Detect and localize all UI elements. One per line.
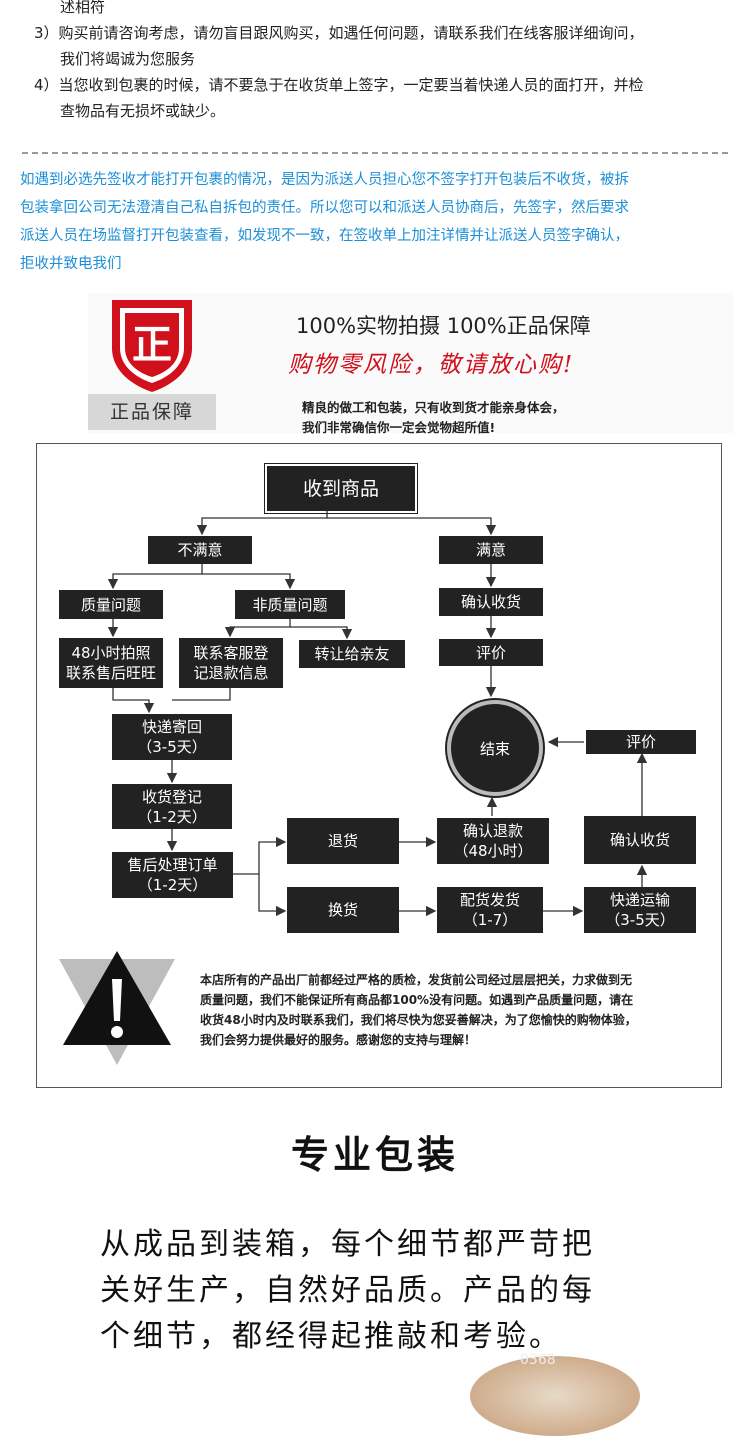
packaging-desc-line: 关好生产，自然好品质。产品的每 [100,1273,595,1308]
flow-review2-label: 评价 [625,733,656,751]
note-item-3a: 3）购买前请咨询考虑，请勿盲目跟风购买，如遇任何问题，请联系我们在线客服详细询问… [34,24,644,42]
flow-register-line: （1-2天） [137,807,207,826]
blue-notice-line: 如遇到必选先签收才能打开包裹的情况，是因为派送人员担心您不签字打开包装后不收货，… [20,172,629,188]
flow-ship-line: （1-7） [462,911,518,929]
flow-register: 收货登记 （1-2天） [112,784,232,829]
warning-line: 我们会努力提供最好的服务。感谢您的支持与理解！ [200,1033,477,1047]
flow-unsatisfied: 不满意 [148,536,252,564]
note-item-4b: 查物品有无损坏或缺少。 [60,102,226,120]
flow-confirm-refund-line: 确认退款 [462,822,523,840]
flow-process-line: （1-2天） [137,876,208,894]
flow-deliver-line: 快递运输 [609,891,670,909]
flow-transfer: 转让给亲友 [299,640,405,668]
guarantee-title: 100%实物拍摄 100%正品保障 [296,314,591,338]
flow-confirm-receipt: 确认收货 [439,588,543,616]
flow-confirm-refund-line: （48小时） [453,842,533,860]
flow-express-back: 快递寄回 （3-5天） [112,714,232,760]
flow-ship: 配货发货 （1-7） [437,887,543,933]
flow-return: 退货 [287,818,399,864]
packaging-desc: 从成品到装箱，每个细节都严苛把 关好生产，自然好品质。产品的每 个细节，都经得起… [100,1222,595,1360]
blue-notice-line: 包装拿回公司无法澄清自己私自拆包的责任。所以您可以和派送人员协商后，先签字，然后… [20,200,629,216]
flow-ship-line: 配货发货 [459,891,520,909]
flow-register-line: 收货登记 [141,787,202,806]
blue-notice-line: 派送人员在场监督打开包装查看，如发现不一致，在签收单上加注详情并让派送人员签字确… [20,228,629,244]
flow-end-label: 结束 [479,739,510,758]
dashed-divider [22,152,728,154]
blue-notice: 如遇到必选先签收才能打开包裹的情况，是因为派送人员担心您不签字打开包装后不收货，… [20,166,742,278]
note-item-3b: 我们将竭诚为您服务 [60,50,196,68]
flow-confirm-receipt-label: 确认收货 [460,593,521,611]
flow-transfer-label: 转让给亲友 [314,645,390,663]
warning-line: 收货48小时内及时联系我们，我们将尽快为您妥善解决，为了您愉快的购物体验， [200,1013,637,1027]
flow-photo: 48小时拍照 联系售后旺旺 [59,638,163,688]
flow-satisfied-label: 满意 [475,541,506,559]
warning-line: 质量问题，我们不能保证所有商品都100%没有问题。如遇到产品质量问题，请在 [200,993,634,1007]
warning-text: 本店所有的产品出厂前都经过严格的质检，发货前公司经过层层把关，力求做到无 质量问… [200,970,710,1050]
flow-non-quality-label: 非质量问题 [252,595,328,614]
seal-label: 正品保障 [88,394,216,430]
flow-process-line: 售后处理订单 [127,856,218,874]
flow-express-back-line: 快递寄回 [141,718,202,736]
warning-triangle-icon [59,951,175,1065]
flow-confirm-receipt2-label: 确认收货 [609,831,670,849]
flow-quality: 质量问题 [59,590,163,619]
flow-contact-line: 记退款信息 [193,664,269,682]
flow-exchange-label: 换货 [327,901,358,919]
flow-confirm-receipt2: 确认收货 [584,816,696,864]
guarantee-slogan: 购物零风险，敬请放心购! [288,352,575,378]
flow-express-back-line: （3-5天） [137,738,207,756]
flow-review2: 评价 [586,730,696,754]
plate-text: 0368 [520,1352,556,1368]
flow-connectors [107,511,648,917]
note-item-4a: 4）当您收到包裹的时候，请不要急于在收货单上签字，一定要当着快递人员的面打开，并… [34,76,644,94]
note-line-0: 述相符 [60,0,106,16]
flow-unsatisfied-label: 不满意 [177,541,223,559]
flow-quality-label: 质量问题 [80,595,141,614]
seal-char: 正 [132,322,172,368]
flow-satisfied: 满意 [439,536,543,564]
blue-notice-line: 拒收并致电我们 [20,256,122,272]
flow-deliver-line: （3-5天） [605,911,675,929]
notes-section: 述相符 3）购买前请咨询考虑，请勿盲目跟风购买，如遇任何问题，请联系我们在线客服… [34,0,644,124]
guarantee-desc-line: 精良的做工和包装，只有收到货才能亲身体会， [302,400,565,415]
flow-photo-line: 联系售后旺旺 [65,664,156,682]
flow-deliver: 快递运输 （3-5天） [584,887,696,933]
flow-receive: 收到商品 [264,463,418,514]
guarantee-desc: 精良的做工和包装，只有收到货才能亲身体会， 我们非常确信你一定会觉物超所值! [302,398,565,438]
flow-exchange: 换货 [287,887,399,933]
after-sales-flowchart: 收到商品 不满意 满意 质量问题 非质量问题 48小时拍照 联系售后旺旺 联系客… [36,443,722,1088]
flow-return-label: 退货 [327,832,358,850]
packaging-desc-line: 从成品到装箱，每个细节都严苛把 [100,1227,595,1262]
flow-review: 评价 [439,639,543,666]
packaging-desc-line: 个细节，都经得起推敲和考验。 [100,1319,562,1354]
flow-review-label: 评价 [475,643,506,662]
flow-end: 结束 [447,700,543,796]
flow-non-quality: 非质量问题 [235,590,345,619]
guarantee-desc-line: 我们非常确信你一定会觉物超所值! [302,420,496,435]
flow-receive-label: 收到商品 [302,477,379,500]
packaging-title: 专业包装 [290,1132,459,1177]
product-plate-image [470,1356,640,1436]
flow-photo-line: 48小时拍照 [71,644,151,662]
genuine-seal-icon: 正 [112,300,192,392]
flow-contact: 联系客服登 记退款信息 [179,638,283,688]
flow-confirm-refund: 确认退款 （48小时） [437,818,549,864]
warning-line: 本店所有的产品出厂前都经过严格的质检，发货前公司经过层层把关，力求做到无 [200,973,633,987]
flow-process-order: 售后处理订单 （1-2天） [112,852,233,898]
flow-contact-line: 联系客服登 [193,644,269,662]
